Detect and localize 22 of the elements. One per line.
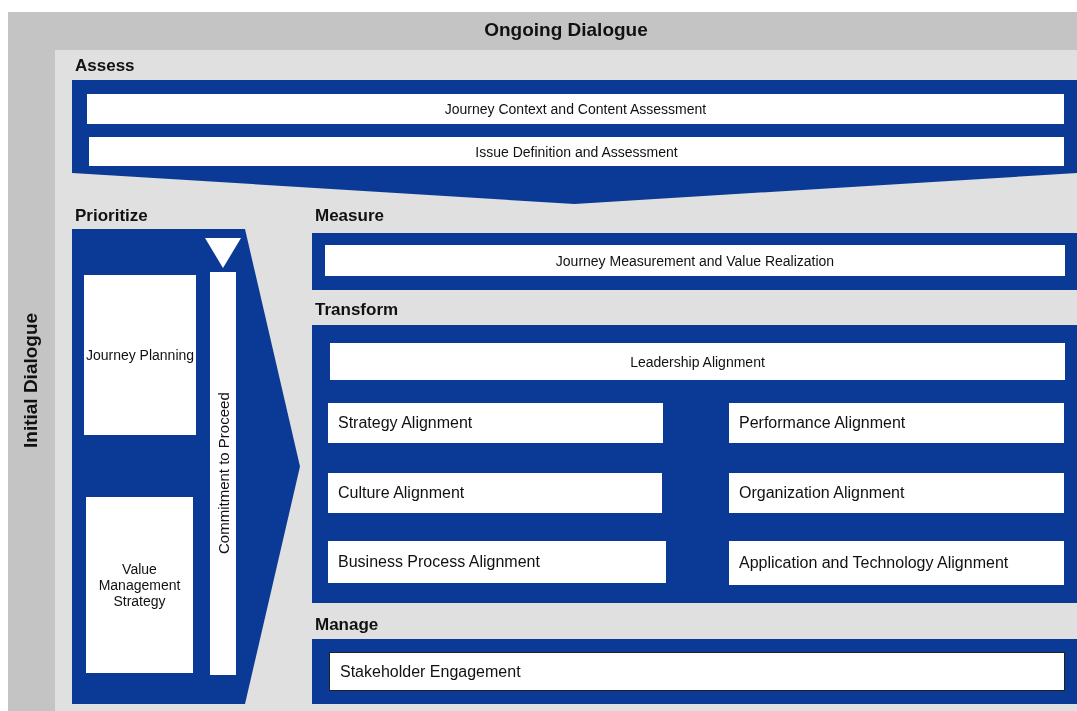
process-box: Issue Definition and Assessment <box>89 137 1064 166</box>
panel-heading: Manage <box>315 615 379 635</box>
process-box: Journey Context and Content Assessment <box>87 94 1064 124</box>
outer-frame <box>8 12 1077 711</box>
process-box: Journey Measurement and Value Realization <box>325 245 1065 276</box>
panel-heading: Assess <box>75 56 135 76</box>
vertical-bar-label: Commitment to Proceed <box>210 272 236 675</box>
panel-heading: Prioritize <box>75 206 148 226</box>
process-box: Business Process Alignment <box>328 541 666 583</box>
frame-heading: Ongoing Dialogue <box>483 19 649 41</box>
process-box: Strategy Alignment <box>328 403 663 443</box>
process-box: Performance Alignment <box>729 403 1064 443</box>
process-box: Application and Technology Alignment <box>729 541 1064 585</box>
process-box: Leadership Alignment <box>330 343 1065 380</box>
process-box: Stakeholder Engagement <box>329 652 1065 691</box>
panel-heading: Transform <box>315 300 399 320</box>
panel-heading: Measure <box>315 206 384 226</box>
process-box: Organization Alignment <box>729 473 1064 513</box>
frame-side-heading: Initial Dialogue <box>19 311 42 451</box>
process-box: Culture Alignment <box>328 473 662 513</box>
process-box: Value Management Strategy <box>86 497 193 673</box>
process-box: Journey Planning <box>84 275 196 435</box>
